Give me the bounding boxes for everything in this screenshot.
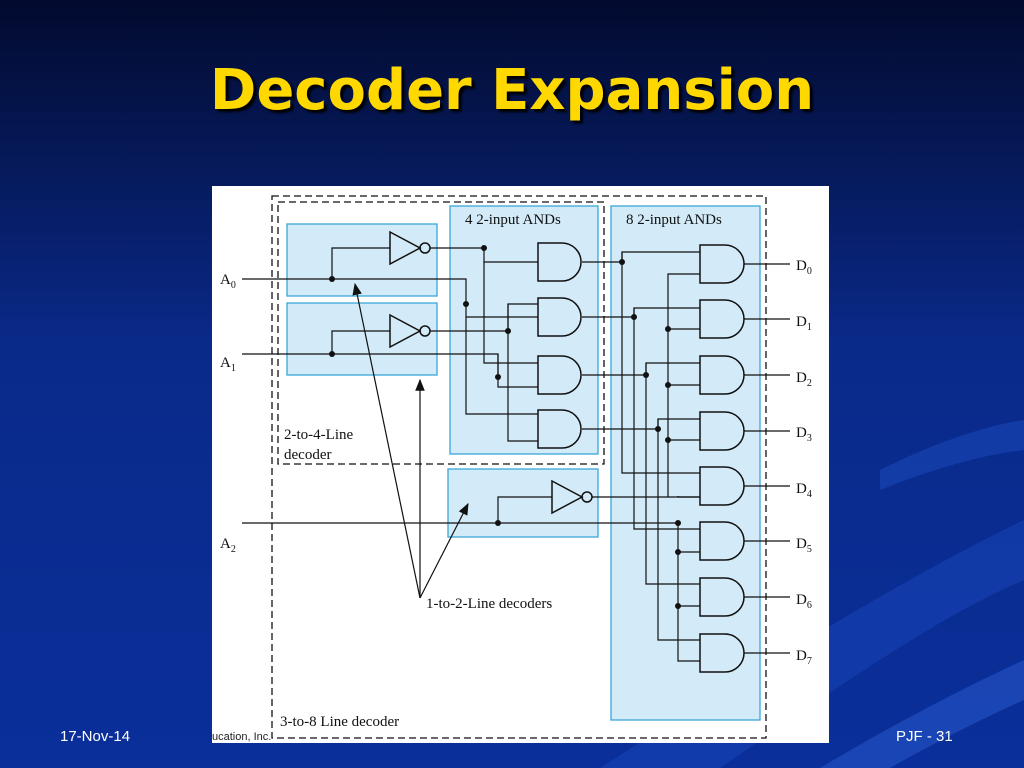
wires: [242, 247, 790, 662]
input-label-a0: A0: [220, 272, 236, 291]
pointer-arrows: [352, 282, 469, 599]
decoder-figure: 4 2-input ANDs 8 2-input ANDs 2-to-4-Lin…: [212, 186, 829, 743]
footer-page-number: PJF - 31: [896, 728, 953, 745]
and-gate-l1-0: [537, 242, 582, 282]
decoder-diagram: 4 2-input ANDs 8 2-input ANDs 2-to-4-Lin…: [220, 195, 812, 739]
output-label-d0: D0: [796, 258, 812, 277]
and-gate-l1-1: [537, 297, 582, 337]
and-gate-d1: [699, 299, 745, 339]
and-gate-d5: [699, 521, 745, 561]
dec24-border: [277, 201, 605, 465]
not-gate-a2: [551, 479, 593, 515]
and-gate-d4: [699, 466, 745, 506]
and-gates-level2: [699, 244, 745, 673]
and-gates-level1: [537, 242, 582, 449]
not-block-a2: [447, 468, 599, 538]
and-gate-l1-2: [537, 355, 582, 395]
and4-label: 4 2-input ANDs: [465, 212, 561, 228]
and-gate-d2: [699, 355, 745, 395]
output-label-d3: D3: [796, 425, 812, 444]
copyright-text: ucation, Inc.: [212, 731, 272, 743]
not-gate-a1: [389, 313, 431, 349]
dec38-label: 3-to-8 Line decoder: [280, 714, 399, 730]
input-label-a2: A2: [220, 536, 236, 555]
output-label-d4: D4: [796, 481, 812, 500]
slide-title: Decoder Expansion: [209, 58, 815, 123]
and8-block: [610, 205, 761, 721]
dec24-label-line2: decoder: [284, 447, 331, 463]
and-gate-d0: [699, 244, 745, 284]
output-label-d7: D7: [796, 648, 812, 667]
not-gate-a0: [389, 230, 431, 266]
input-label-a1: A1: [220, 355, 236, 374]
not-block-a0: [286, 223, 438, 297]
output-label-d2: D2: [796, 370, 812, 389]
and-gate-d7: [699, 633, 745, 673]
output-label-d5: D5: [796, 536, 812, 555]
and-gate-l1-3: [537, 409, 582, 449]
and-gate-d6: [699, 577, 745, 617]
and-gate-d3: [699, 411, 745, 451]
dec12-label: 1-to-2-Line decoders: [426, 596, 552, 612]
junction-dots: [329, 245, 681, 609]
dec38-border: [271, 195, 767, 739]
output-label-d1: D1: [796, 314, 812, 333]
footer-date: 17-Nov-14: [60, 728, 131, 745]
not-block-a1: [286, 302, 438, 376]
output-label-d6: D6: [796, 592, 812, 611]
dec24-label-line1: 2-to-4-Line: [284, 427, 353, 443]
and8-label: 8 2-input ANDs: [626, 212, 722, 228]
